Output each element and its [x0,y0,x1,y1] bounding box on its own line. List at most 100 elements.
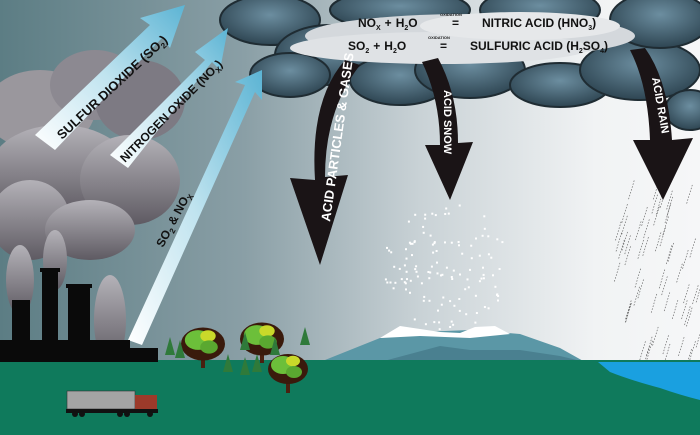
eq2-reactant1-sub: 2 [365,48,369,55]
rain-streak [685,349,692,370]
eq2-reactant1: SO [348,39,365,53]
snowflake [393,265,396,268]
rain-streak [686,184,693,205]
pine-tree [270,337,280,355]
trees [165,322,310,393]
rain-streak [639,341,646,362]
rain-streak [624,303,632,324]
rain-streak [637,239,644,261]
so2-sub: 2 [159,41,169,51]
snowflake [424,213,427,216]
snowflake [458,309,461,312]
snowflake [384,278,387,281]
tree-canopy [259,335,277,349]
svg-text:NOX+H2O: NOX+H2O [358,16,418,32]
rain-streak [625,303,632,324]
snowflake [483,227,486,230]
snowflake [398,267,401,270]
snowflake [431,243,434,246]
snowflake [487,253,490,256]
rain-streak [643,346,650,367]
snowflake [492,274,494,277]
rain-streak [658,269,666,290]
eq1-reactant2: H [396,16,405,30]
snowflake [437,309,439,312]
svg-text:NITRIC ACID (HNO3): NITRIC ACID (HNO3) [482,16,596,32]
snowflake [478,280,481,283]
snowflake [433,321,436,324]
snowflake [407,220,410,223]
snowflake [450,276,453,278]
lake [598,362,700,400]
eq1-equals: = [452,16,459,30]
tree-canopy [259,325,275,337]
rain-streak [695,333,700,349]
snowflake [392,287,395,290]
rain-streak [695,288,700,304]
rain-streak [614,221,622,242]
tree-canopy [286,366,302,378]
eq2-reactant2-tail: O [397,39,406,53]
snowflake [430,265,433,268]
eq2-product-sub2: 4 [600,48,604,55]
pine-tree [252,354,262,372]
snowflake [461,252,464,255]
snowflake [416,275,419,278]
eq1-plus: + [385,16,392,30]
snowflake [464,288,467,291]
rain-streak [651,194,658,215]
rain-streak [676,263,683,284]
rain-streak [634,268,641,289]
rain-streak [662,216,669,237]
snowflake [497,299,499,302]
eq2-plus: + [373,39,380,53]
snowflake [447,212,450,215]
snowflake [420,282,423,285]
rain-streak [689,341,696,362]
snowflake [424,323,427,326]
snowflake [458,298,461,300]
snowflake [386,281,389,284]
snowflake [457,241,460,243]
snowflake [386,246,388,249]
pine-tree [223,354,233,372]
pine-tree [240,332,250,350]
snowflake [466,278,469,281]
snowflake [413,318,416,321]
snowflake [469,268,471,271]
snowflake [406,278,408,281]
rain-streak [664,204,671,225]
eq2-process: OXIDATION [428,35,450,40]
rain-streak [646,340,653,361]
snowflake [409,291,411,294]
snowflake [483,215,486,218]
eq2-product-tail: ) [604,39,608,53]
snowflake [458,244,460,247]
eq1-reactant1-sub: X [376,25,381,32]
snowflake [470,257,473,260]
rain-streak [663,292,671,313]
snowflake [481,234,484,237]
snowflake [403,281,406,284]
factory [0,268,158,362]
snowflake [474,321,477,324]
snowflake [452,323,455,326]
snowflake [394,281,397,284]
rain-streak [663,343,671,365]
equation-nitric: NOX+H2O OXIDATION = NITRIC ACID (HNO3) [358,12,596,32]
eq1-reactant2-tail: O [408,16,417,30]
snowflake [438,328,441,331]
rain-streak [680,300,688,321]
snowflake [424,217,427,220]
snowflake [431,212,434,215]
snowflake [389,281,392,284]
rain-streak [624,246,631,267]
eq2-product-mid: SO [583,39,600,53]
so2-nox-sub: 2 [168,226,178,235]
rain-streak [659,227,666,248]
pine-tree [175,340,185,358]
rain-streak [634,221,642,242]
snowflake [478,254,481,257]
equation-cloud [290,12,635,64]
snowflake [458,204,461,207]
